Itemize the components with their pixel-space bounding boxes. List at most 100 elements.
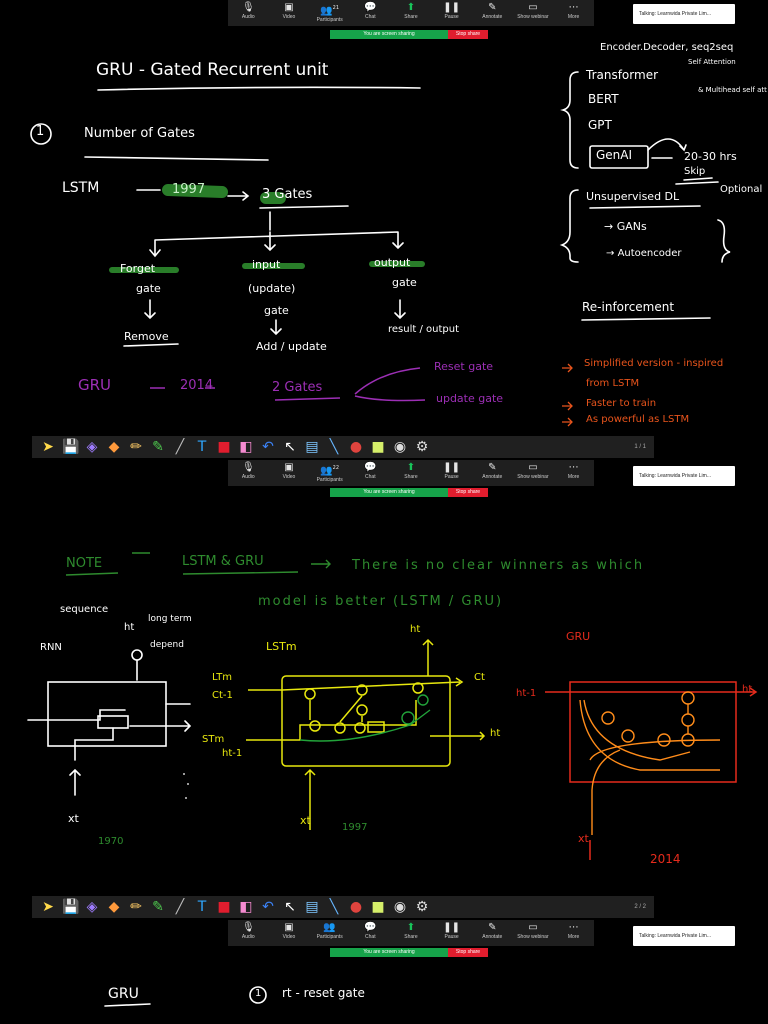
video-button[interactable]: ▣Video xyxy=(282,462,296,480)
pause-icon: ❚❚ xyxy=(443,2,460,13)
line-icon[interactable]: ╱ xyxy=(175,899,185,915)
stm-label: STm xyxy=(202,734,225,745)
lstm-diagram-label: LSTm xyxy=(266,640,297,653)
sharing-strip: You are screen sharing Stop share xyxy=(330,488,488,497)
spotlight-icon[interactable]: ◆ xyxy=(108,899,120,915)
sharing-strip: You are screen sharing Stop share xyxy=(330,30,488,39)
pen-icon[interactable]: ✏ xyxy=(130,899,142,915)
eraser-icon[interactable]: ◧ xyxy=(239,899,253,915)
spotlight-icon[interactable]: ◆ xyxy=(108,439,120,455)
eraser-icon[interactable]: ◧ xyxy=(239,439,253,455)
note-label: NOTE xyxy=(66,556,103,571)
rnn-label: RNN xyxy=(40,642,62,653)
share-icon: ⬆ xyxy=(406,2,416,13)
share-button[interactable]: ⬆Share xyxy=(404,462,418,480)
stamp-icon[interactable]: ■ xyxy=(217,899,231,915)
line-icon[interactable]: ╱ xyxy=(175,439,185,455)
color-swatch-icon[interactable]: ■ xyxy=(371,439,385,455)
camera-icon[interactable]: ◉ xyxy=(393,439,407,455)
select-icon[interactable]: ◈ xyxy=(86,439,98,455)
simplified-note: Simplified version - inspired xyxy=(584,358,724,369)
reset-gate-label: Reset gate xyxy=(434,360,494,373)
chat-button[interactable]: 💬Chat xyxy=(364,462,377,480)
highlighter-icon[interactable]: ✎ xyxy=(152,899,164,915)
undo-icon[interactable]: ↶ xyxy=(262,899,274,915)
participants-icon: 👥21 xyxy=(320,5,340,17)
annotate-button[interactable]: ✎Annotate xyxy=(482,2,503,20)
gru-year: 2014 xyxy=(180,378,214,393)
settings-gear-icon[interactable]: ⚙ xyxy=(415,439,429,455)
sharing-indicator: You are screen sharing xyxy=(330,948,448,957)
ct-label: Ct xyxy=(474,672,485,683)
genai-label: GenAI xyxy=(596,148,633,162)
lstm-gates: 3 Gates xyxy=(262,187,313,202)
talking-indicator: Talking: Learnwida Private Lim... xyxy=(633,4,735,24)
lstm-ht-out-label: ht xyxy=(490,728,501,739)
lstm-ht-top-label: ht xyxy=(410,624,421,635)
select-icon[interactable]: ◈ xyxy=(86,899,98,915)
self-attention-note: Self Attention xyxy=(688,58,736,66)
webinar-button[interactable]: ▭Show webinar xyxy=(517,2,549,20)
pointer-icon[interactable]: ↖ xyxy=(284,899,296,915)
annotation-toolbar: ➤ 💾 ◈ ◆ ✏ ✎ ╱ T ■ ◧ ↶ ↖ ▤ ╲ ● ■ ◉ ⚙ 1 / … xyxy=(32,436,654,458)
share-button[interactable]: ⬆Share xyxy=(404,922,418,940)
rnn-year: 1970 xyxy=(98,836,124,847)
annotate-button[interactable]: ✎Annotate xyxy=(482,462,503,480)
record-icon[interactable]: ● xyxy=(349,899,363,915)
mouse-icon[interactable]: ➤ xyxy=(42,899,54,915)
lstm-label: LSTM xyxy=(62,180,100,196)
color-swatch-icon[interactable]: ■ xyxy=(371,899,385,915)
webinar-icon: ▭ xyxy=(528,2,538,13)
stamp-icon[interactable]: ■ xyxy=(217,439,231,455)
save-icon[interactable]: 💾 xyxy=(62,899,80,915)
annotate-button[interactable]: ✎Annotate xyxy=(482,922,503,940)
point-heading: Number of Gates xyxy=(84,126,195,141)
text-icon[interactable]: T xyxy=(197,899,207,915)
webinar-button[interactable]: ▭Show webinar xyxy=(517,922,549,940)
pause-button[interactable]: ❚❚Pause xyxy=(443,2,460,20)
picture-icon[interactable]: ▤ xyxy=(305,439,319,455)
pen-icon[interactable]: ✏ xyxy=(130,439,142,455)
transformer-label: Transformer xyxy=(586,68,659,82)
video-button[interactable]: ▣Video xyxy=(282,2,296,20)
webinar-button[interactable]: ▭Show webinar xyxy=(517,462,549,480)
stop-share-button[interactable]: Stop share xyxy=(448,948,488,957)
lstm-xt-label: xt xyxy=(300,814,311,827)
optional-label: Optional xyxy=(720,184,763,195)
stop-share-button[interactable]: Stop share xyxy=(448,30,488,39)
audio-button[interactable]: 🎙Audio xyxy=(241,2,255,20)
wand-icon[interactable]: ╲ xyxy=(329,899,339,915)
save-icon[interactable]: 💾 xyxy=(62,439,80,455)
audio-button[interactable]: 🎙Audio xyxy=(241,922,255,940)
more-button[interactable]: ⋯More xyxy=(567,2,580,20)
undo-icon[interactable]: ↶ xyxy=(262,439,274,455)
more-button[interactable]: ⋯More xyxy=(567,922,580,940)
participants-button[interactable]: 👥Participants xyxy=(316,922,343,940)
picture-icon[interactable]: ▤ xyxy=(305,899,319,915)
wand-icon[interactable]: ╲ xyxy=(329,439,339,455)
audio-button[interactable]: 🎙Audio xyxy=(241,462,255,480)
result-label: result / output xyxy=(388,324,460,335)
share-button[interactable]: ⬆Share xyxy=(404,2,418,20)
video-button[interactable]: ▣Video xyxy=(282,922,296,940)
camera-icon[interactable]: ◉ xyxy=(393,899,407,915)
mouse-icon[interactable]: ➤ xyxy=(42,439,54,455)
talking-indicator: Talking: Learnwida Private Lim... xyxy=(633,466,735,486)
stop-share-button[interactable]: Stop share xyxy=(448,488,488,497)
text-icon[interactable]: T xyxy=(197,439,207,455)
more-button[interactable]: ⋯More xyxy=(567,462,580,480)
model-note: model is better (LSTM / GRU) xyxy=(258,594,504,609)
record-icon[interactable]: ● xyxy=(349,439,363,455)
settings-gear-icon[interactable]: ⚙ xyxy=(415,899,429,915)
sharing-indicator: You are screen sharing xyxy=(330,30,448,39)
pause-button[interactable]: ❚❚Pause xyxy=(443,922,460,940)
pause-button[interactable]: ❚❚Pause xyxy=(443,462,460,480)
lstm-gru-label: LSTM & GRU xyxy=(182,554,264,569)
chat-button[interactable]: 💬Chat xyxy=(364,922,377,940)
pointer-icon[interactable]: ↖ xyxy=(284,439,296,455)
highlighter-icon[interactable]: ✎ xyxy=(152,439,164,455)
more-icon: ⋯ xyxy=(568,2,579,13)
chat-button[interactable]: 💬Chat xyxy=(364,2,377,20)
